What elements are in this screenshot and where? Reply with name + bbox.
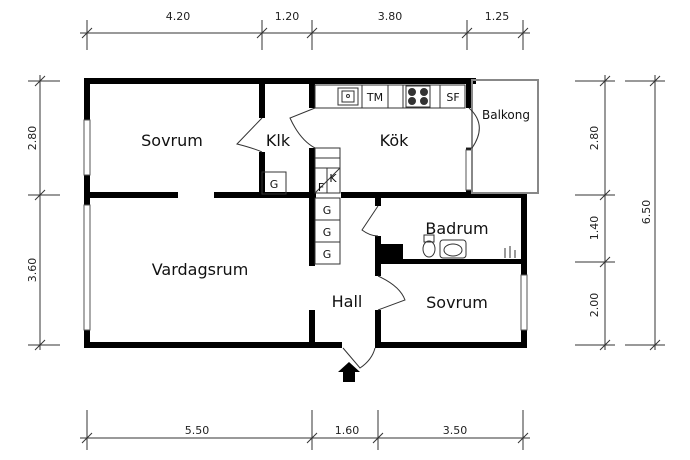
dishwasher-label: TM <box>366 91 383 104</box>
balcony-outline <box>471 79 539 194</box>
dim-bottom-3: 3.50 <box>443 424 468 437</box>
bathroom-fixtures <box>422 234 516 259</box>
dim-bottom-2: 1.60 <box>335 424 360 437</box>
dim-right-1: 2.80 <box>588 126 601 151</box>
fridge-label: K <box>329 172 337 185</box>
dim-left-2: 3.60 <box>26 258 39 283</box>
dim-top-3: 3.80 <box>378 10 403 23</box>
dim-top-2: 1.20 <box>275 10 300 23</box>
room-vardagsrum: Vardagsrum <box>152 260 249 279</box>
windows <box>83 119 528 331</box>
freezer-label: F <box>318 181 324 194</box>
hall-closet-g1: G <box>323 204 332 217</box>
room-hall: Hall <box>332 292 363 311</box>
dim-right-2: 1.40 <box>588 216 601 241</box>
dim-top-1: 4.20 <box>166 10 191 23</box>
entrance-arrow-icon <box>338 362 360 382</box>
dim-bottom-1: 5.50 <box>185 424 210 437</box>
door-swings <box>236 107 480 369</box>
dim-right-total: 6.50 <box>640 200 653 225</box>
dim-top-4: 1.25 <box>485 10 510 23</box>
dim-left-1: 2.80 <box>26 126 39 151</box>
pantry-unit <box>314 147 341 194</box>
room-klk: Klk <box>266 131 291 150</box>
closet-box <box>261 171 287 195</box>
room-balkong: Balkong <box>482 108 530 122</box>
hall-closet-g2: G <box>323 226 332 239</box>
room-sovrum-1: Sovrum <box>141 131 203 150</box>
room-sovrum-2: Sovrum <box>426 293 488 312</box>
room-badrum: Badrum <box>425 219 488 238</box>
dimension-lines <box>28 20 665 450</box>
room-kok: Kök <box>380 131 409 150</box>
kitchen-counter <box>314 84 466 109</box>
closet-g-label: G <box>270 178 279 191</box>
dim-right-3: 2.00 <box>588 293 601 318</box>
hall-closet-g3: G <box>323 248 332 261</box>
fridge-freezer-label: SF <box>446 91 459 104</box>
hall-closets <box>314 197 341 265</box>
